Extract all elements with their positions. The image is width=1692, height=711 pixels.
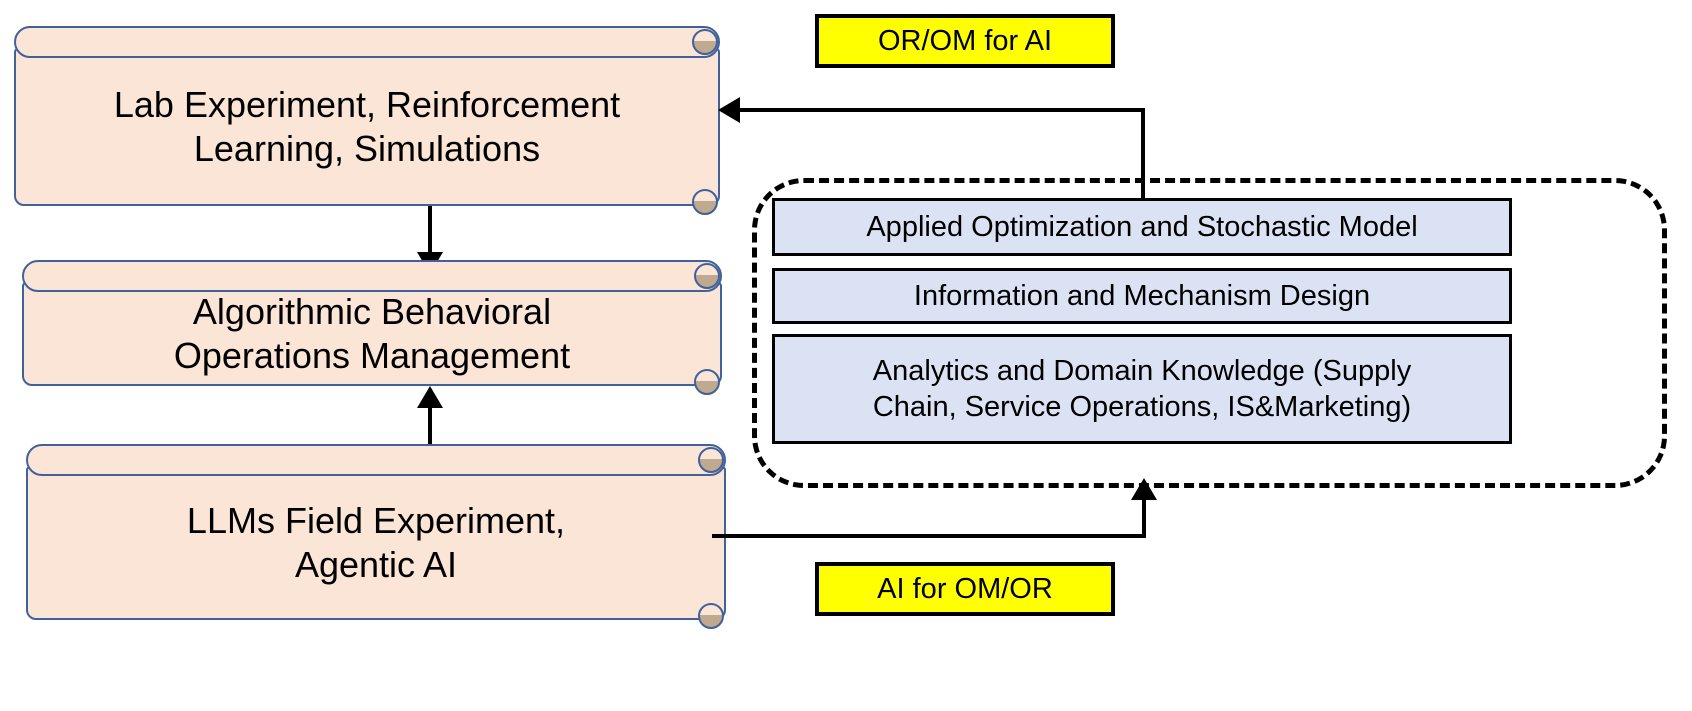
scroll-curl-icon xyxy=(694,263,720,289)
annotation-label: OR/OM for AI xyxy=(877,24,1053,57)
scroll-label-lab-experiment: Lab Experiment, Reinforcement Learning, … xyxy=(113,84,621,169)
connector-capabilities-to-lab-horizontal xyxy=(740,108,1145,112)
annotation-label: AI for OM/OR xyxy=(877,572,1053,605)
blue-box-applied-optimization[interactable]: Applied Optimization and Stochastic Mode… xyxy=(772,198,1512,256)
blue-box-label: Information and Mechanism Design xyxy=(913,279,1371,312)
scroll-label-algorithmic-bom: Algorithmic Behavioral Operations Manage… xyxy=(173,291,571,376)
connector-llms-to-capabilities-arrowhead xyxy=(1131,478,1157,500)
blue-box-information-mechanism-design[interactable]: Information and Mechanism Design xyxy=(772,268,1512,324)
scroll-roll-top xyxy=(22,260,722,292)
scroll-label-llms-field-experiment: LLMs Field Experiment, Agentic AI xyxy=(186,500,566,585)
capability-group-outline xyxy=(752,178,1667,488)
connector-llms-to-capabilities-horizontal xyxy=(712,534,1146,538)
connector-capabilities-to-lab-vertical xyxy=(1141,108,1145,200)
scroll-curl-icon xyxy=(692,189,718,215)
annotation-or-om-for-ai[interactable]: OR/OM for AI xyxy=(815,14,1115,68)
connector-capabilities-to-lab-arrowhead xyxy=(718,97,740,123)
scroll-roll-top xyxy=(14,26,720,58)
scroll-box-lab-experiment[interactable]: Lab Experiment, Reinforcement Learning, … xyxy=(14,26,720,215)
blue-box-label: Applied Optimization and Stochastic Mode… xyxy=(866,210,1418,243)
scroll-roll-top xyxy=(26,444,726,476)
scroll-body: Lab Experiment, Reinforcement Learning, … xyxy=(14,48,720,206)
connector-llms-to-abom-arrowhead xyxy=(417,386,443,408)
scroll-box-algorithmic-bom[interactable]: Algorithmic Behavioral Operations Manage… xyxy=(22,260,722,395)
scroll-body: Algorithmic Behavioral Operations Manage… xyxy=(22,282,722,386)
scroll-curl-icon xyxy=(698,447,724,473)
connector-llms-to-abom-line xyxy=(428,398,432,446)
scroll-curl-icon xyxy=(694,369,720,395)
scroll-box-llms-field-experiment[interactable]: LLMs Field Experiment, Agentic AI xyxy=(26,444,726,629)
annotation-ai-for-om-or[interactable]: AI for OM/OR xyxy=(815,562,1115,616)
blue-box-label: Analytics and Domain Knowledge (Supply C… xyxy=(872,354,1412,423)
blue-box-analytics-domain-knowledge[interactable]: Analytics and Domain Knowledge (Supply C… xyxy=(772,334,1512,444)
connector-llms-to-capabilities-vertical xyxy=(1142,500,1146,538)
connector-lab-to-abom-line xyxy=(428,206,432,258)
scroll-curl-icon xyxy=(698,603,724,629)
scroll-body: LLMs Field Experiment, Agentic AI xyxy=(26,466,726,620)
scroll-curl-icon xyxy=(692,29,718,55)
